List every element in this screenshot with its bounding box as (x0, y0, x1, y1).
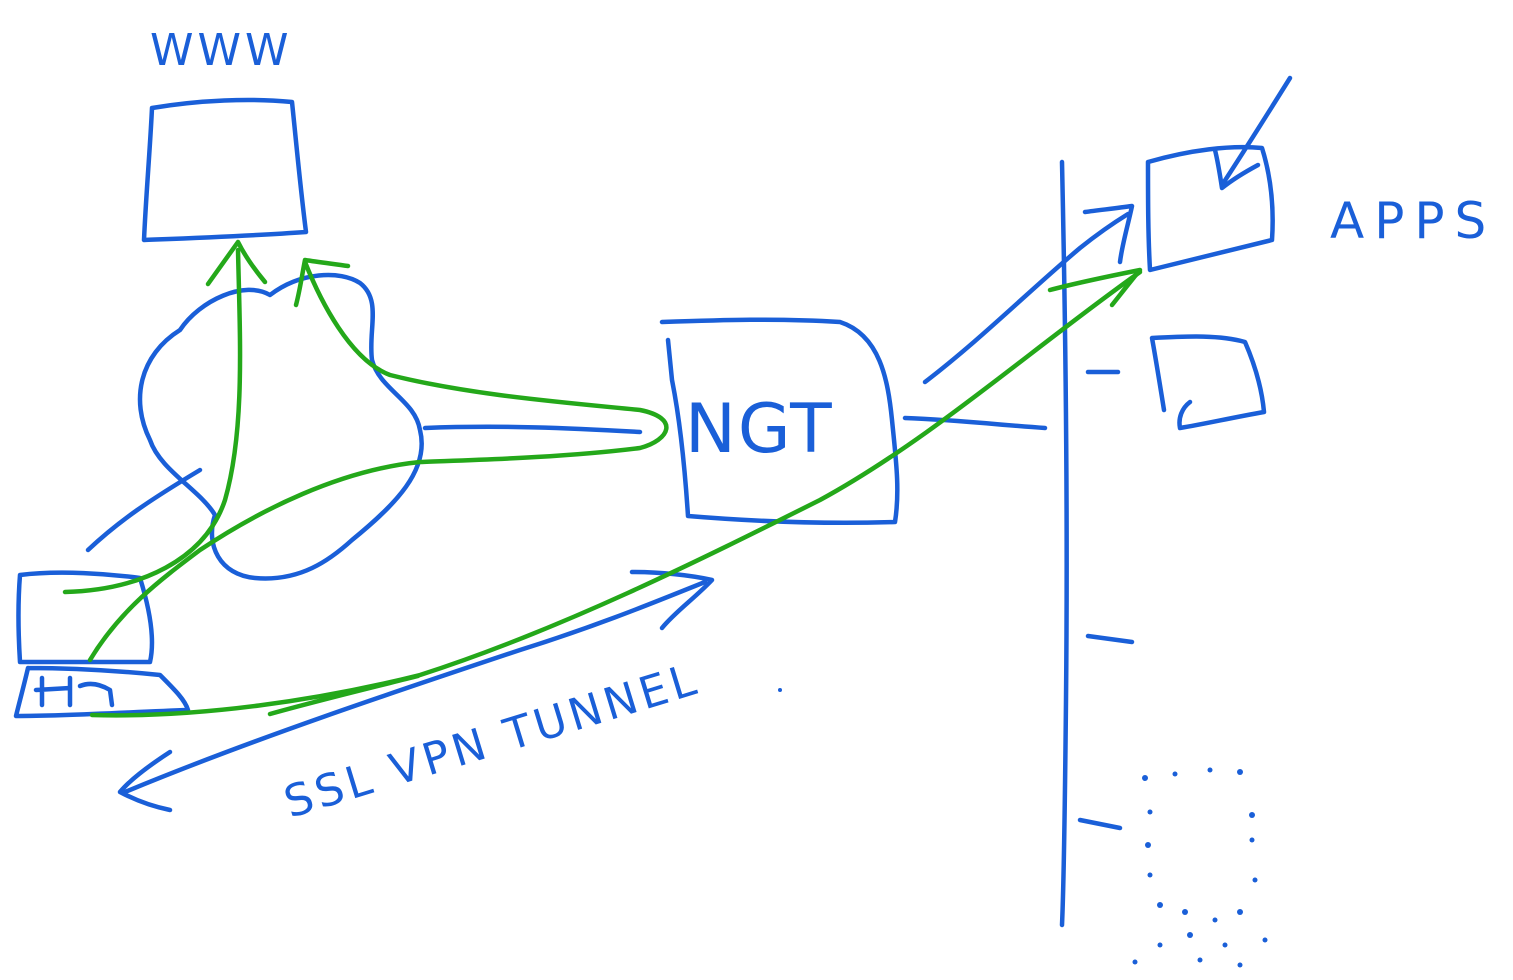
attack-arrowhead (1212, 147, 1261, 191)
apps-label: APPS (1330, 192, 1496, 250)
ngfw-to-network-link (902, 415, 1048, 431)
ssl-vpn-tunnel-label: SSL VPN TUNNEL (278, 654, 705, 829)
green-overstroke (267, 673, 421, 717)
bus-tap-3 (1077, 817, 1123, 831)
ssl-vpn-tunnel-arrowhead-left (117, 749, 173, 813)
green-vpn-to-apps-arrowhead (1047, 267, 1143, 308)
attack-arrow (1219, 75, 1293, 188)
green-vpn-to-apps-path (89, 269, 1143, 718)
laptop-keys (33, 675, 115, 708)
ngfw-to-apps-arrowhead (1082, 203, 1135, 265)
laptop-keyboard (13, 665, 191, 719)
www-server-box (141, 97, 309, 243)
green-ngfw-to-www-path (87, 259, 669, 663)
cloud-to-ngfw-link (422, 424, 643, 435)
laptop-screen (16, 570, 155, 665)
green-ngfw-to-www-arrowhead (293, 257, 351, 308)
network-bus (1059, 159, 1069, 928)
green-laptop-to-www-path (62, 247, 243, 595)
green-laptop-to-www-arrowhead (205, 239, 268, 287)
www-label: WWW (150, 25, 293, 76)
client-to-cloud-link (85, 467, 203, 553)
ngfw-box (659, 317, 900, 525)
ssl-vpn-tunnel-arrow (122, 579, 708, 795)
ngfw-label: NGT (685, 390, 834, 469)
bus-tap-2 (1085, 633, 1135, 645)
apps-server-box (1145, 144, 1275, 273)
internet-cloud (137, 272, 424, 581)
placeholder-server (778, 688, 1268, 968)
ngfw-to-apps-arrow (922, 211, 1131, 385)
ssl-vpn-tunnel-arrowhead-right (629, 569, 715, 631)
apps-server-box-2 (1149, 334, 1267, 431)
